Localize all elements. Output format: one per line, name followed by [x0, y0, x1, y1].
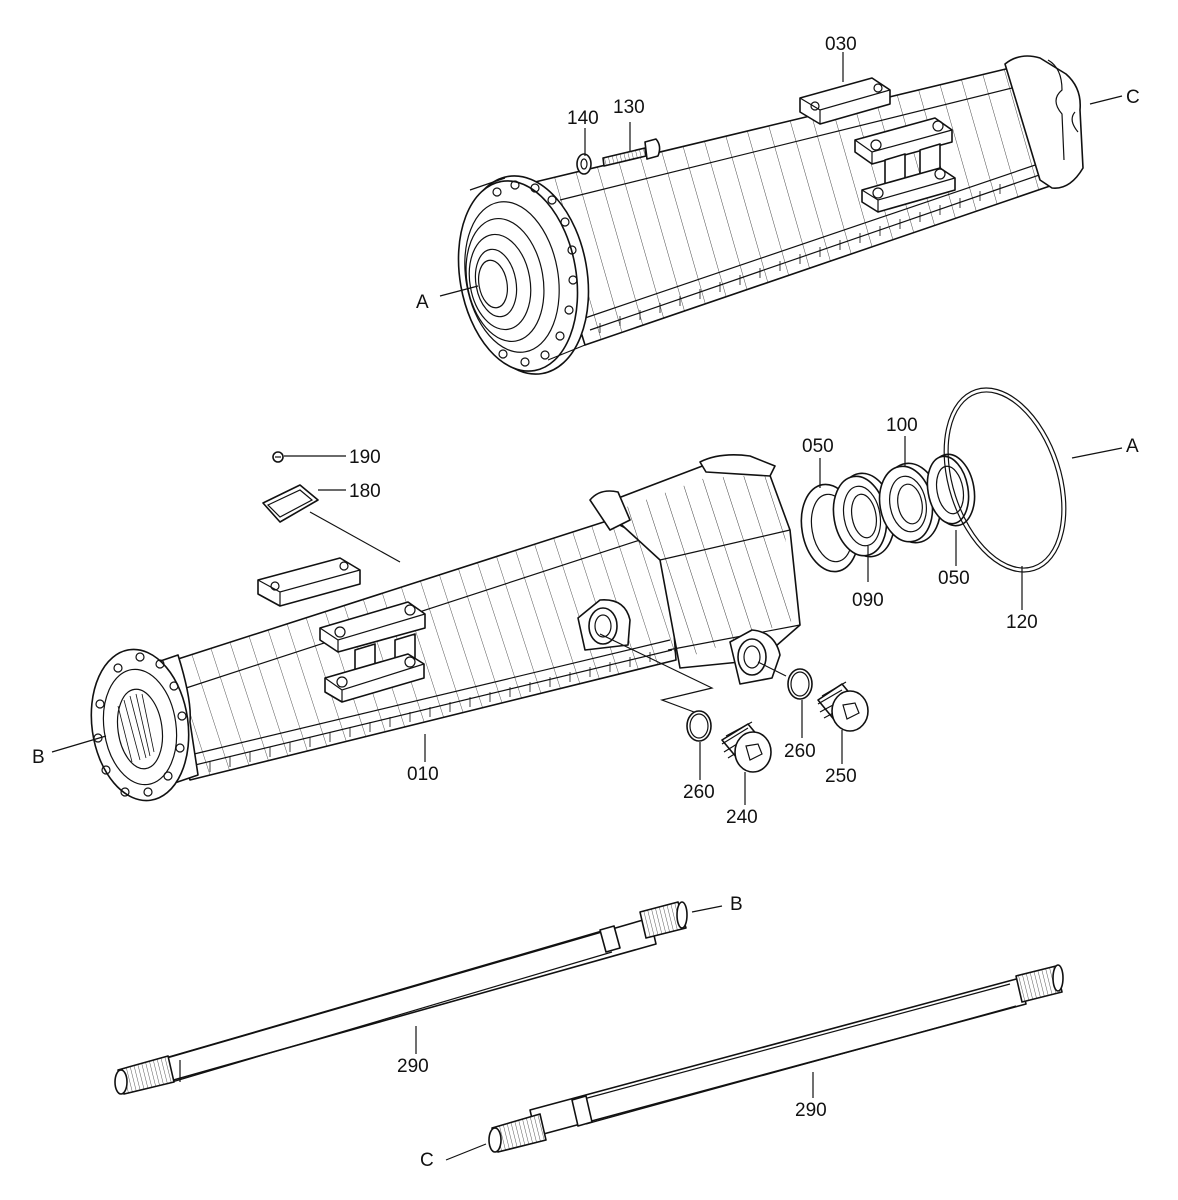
label-b-shaft: B: [730, 894, 743, 915]
label-290-upper: 290: [397, 1056, 429, 1077]
cover-plate-180: [262, 484, 319, 523]
bracket-lower: [257, 557, 426, 703]
label-140: 140: [567, 108, 599, 129]
label-a-top: A: [416, 292, 429, 313]
axle-housing-upper: [457, 55, 1084, 375]
washer-140: [576, 153, 592, 175]
bearing-100: [878, 462, 942, 544]
axle-shaft-290-lower: [488, 964, 1064, 1153]
flange-a-upper: [457, 175, 590, 375]
label-100: 100: [886, 415, 918, 436]
bolt-130: [602, 138, 661, 167]
o-ring-120: [943, 387, 1067, 573]
label-260-left: 260: [683, 782, 715, 803]
flange-b: [90, 648, 199, 802]
label-190: 190: [349, 447, 381, 468]
label-240: 240: [726, 807, 758, 828]
label-290-lower: 290: [795, 1100, 827, 1121]
label-120: 120: [1006, 612, 1038, 633]
plug-250: [817, 681, 869, 732]
label-010: 010: [407, 764, 439, 785]
axle-housing-lower: [90, 454, 801, 802]
label-050-right: 050: [938, 568, 970, 589]
label-b-left: B: [32, 747, 45, 768]
label-050-left: 050: [802, 436, 834, 457]
seal-ring-260-left: [686, 710, 712, 742]
label-c-top: C: [1126, 87, 1140, 108]
label-a-right: A: [1126, 436, 1139, 457]
label-130: 130: [613, 97, 645, 118]
plug-240: [721, 721, 772, 773]
label-250: 250: [825, 766, 857, 787]
label-090: 090: [852, 590, 884, 611]
boss-port-front: [577, 599, 631, 651]
part-labels: A C 030 130 140 190 180 050 100 A 090 05…: [32, 34, 1140, 1171]
bracket-030-upper: [799, 77, 956, 213]
label-c-shaft: C: [420, 1150, 434, 1171]
leader-lines: [51, 52, 1123, 1161]
axle-shaft-290-upper: [114, 901, 688, 1095]
label-180: 180: [349, 481, 381, 502]
shim-ring-050-right: [926, 453, 976, 527]
label-030: 030: [825, 34, 857, 55]
boss-port-rear: [729, 629, 781, 685]
screw-190: [272, 451, 284, 463]
seal-ring-260-right: [787, 668, 813, 700]
label-260-right: 260: [784, 741, 816, 762]
